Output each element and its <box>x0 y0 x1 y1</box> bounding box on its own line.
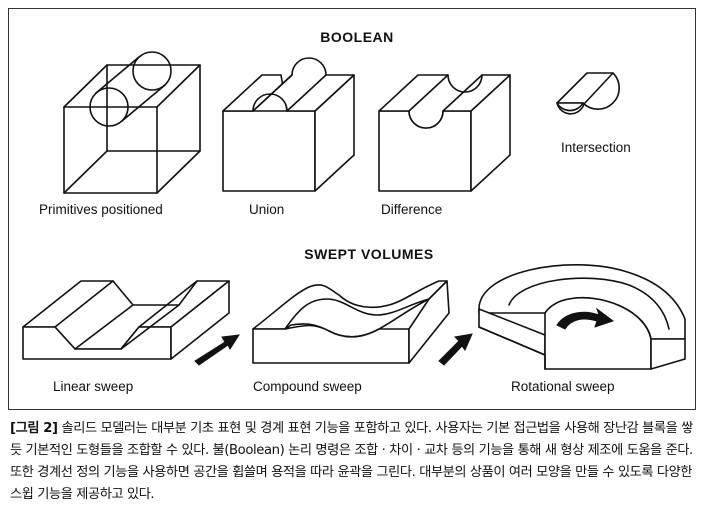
rotational-sweep-arrow-icon <box>556 307 615 330</box>
figure-panel: BOOLEAN SWEPT VOLUMES Primitives positio… <box>8 8 696 410</box>
boolean-title: BOOLEAN <box>320 29 394 45</box>
caption-text: 솔리드 모델러는 대부분 기초 표현 및 경계 표현 기능을 포함하고 있다. … <box>10 421 693 502</box>
figure-caption: [그림 2] 솔리드 모델러는 대부분 기초 표현 및 경계 표현 기능을 포함… <box>10 418 698 506</box>
swept-volumes-title: SWEPT VOLUMES <box>304 246 433 262</box>
rotational-sweep-shape <box>478 264 686 370</box>
label-rotational-sweep: Rotational sweep <box>511 379 615 394</box>
union-shape <box>222 57 355 192</box>
intersection-shape <box>556 72 620 115</box>
linear-sweep-shape <box>22 280 240 366</box>
label-intersection: Intersection <box>561 140 631 155</box>
label-linear-sweep: Linear sweep <box>53 379 133 394</box>
primitives-positioned-shape <box>63 51 201 194</box>
compound-sweep-shape <box>252 280 473 366</box>
linear-sweep-arrow-icon <box>194 334 240 366</box>
solid-modeling-diagram: BOOLEAN SWEPT VOLUMES Primitives positio… <box>22 29 686 394</box>
label-difference: Difference <box>381 202 442 217</box>
label-compound-sweep: Compound sweep <box>253 379 362 394</box>
label-primitives: Primitives positioned <box>39 202 163 217</box>
compound-sweep-arrow-icon <box>438 333 473 366</box>
label-union: Union <box>249 202 284 217</box>
caption-label: [그림 2] <box>10 421 58 436</box>
difference-shape <box>378 74 511 192</box>
